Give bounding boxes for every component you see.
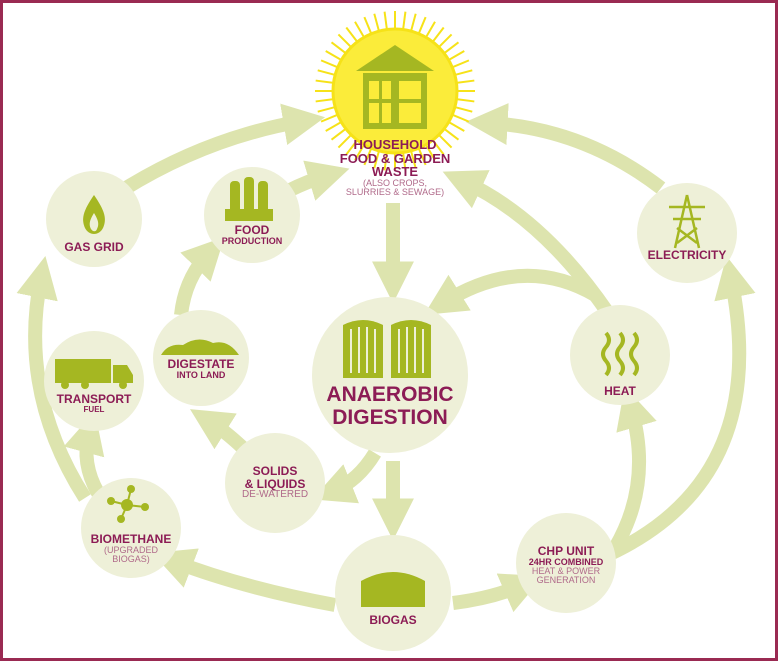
transport-title: TRANSPORT bbox=[56, 392, 132, 406]
gas-holder-icon bbox=[361, 572, 425, 607]
chp-sub-line-1: 24HR COMBINED bbox=[528, 556, 604, 567]
truck-icon bbox=[55, 359, 133, 389]
heat-waves-icon bbox=[601, 331, 639, 377]
household-title-line-3: WASTE bbox=[371, 164, 419, 180]
arrow-heat-to-digestion bbox=[424, 268, 599, 315]
solids-sub: DE-WATERED bbox=[241, 489, 309, 501]
soil-mound-icon bbox=[161, 339, 239, 355]
food-sub: PRODUCTION bbox=[221, 235, 283, 246]
digestate-title: DIGESTATE bbox=[167, 357, 235, 371]
pylon-icon bbox=[669, 194, 705, 249]
solids-title-line-1: SOLIDS bbox=[252, 464, 298, 478]
node-digestate bbox=[153, 310, 249, 406]
biomethane-label: BIOMETHANE (UPGRADED BIOGAS) bbox=[81, 533, 181, 564]
food-title: FOOD bbox=[234, 223, 270, 237]
biomethane-sub-line-2: BIOGAS) bbox=[112, 554, 150, 565]
household-sub-line-2: SLURRIES & SEWAGE) bbox=[345, 187, 445, 198]
solids-liquids-label: SOLIDS & LIQUIDS DE-WATERED bbox=[229, 465, 321, 501]
arrow-biomethane-to-transport bbox=[63, 411, 105, 497]
chp-sub-line-2: HEAT & POWER bbox=[531, 566, 601, 577]
molecule-icon bbox=[107, 485, 149, 523]
household-title-line-2: FOOD & GARDEN bbox=[339, 150, 451, 166]
wheat-icon bbox=[225, 177, 273, 221]
chp-title: CHP UNIT bbox=[537, 544, 595, 558]
digester-tanks-icon bbox=[343, 320, 431, 378]
household-title-line-1: HOUSEHOLD bbox=[353, 137, 437, 152]
chp-unit-label: CHP UNIT 24HR COMBINED HEAT & POWER GENE… bbox=[518, 545, 614, 586]
anaerobic-title-line-1: ANAEROBIC bbox=[326, 383, 454, 406]
electricity-label: ELECTRICITY bbox=[647, 248, 727, 262]
biomethane-title: BIOMETHANE bbox=[90, 532, 172, 546]
solids-title-line-2: & LIQUIDS bbox=[244, 476, 306, 491]
anaerobic-title-line-2: DIGESTION bbox=[332, 406, 448, 430]
node-electricity bbox=[637, 183, 737, 283]
node-anaerobic-digestion bbox=[312, 297, 468, 453]
household-label: HOUSEHOLD FOOD & GARDEN WASTE (ALSO CROP… bbox=[323, 138, 467, 198]
arrow-food-to-household bbox=[284, 160, 350, 201]
digestate-sub: INTO LAND bbox=[176, 369, 226, 380]
biomethane-sub-line-1: (UPGRADED bbox=[103, 544, 158, 555]
household-sub-line-1: (ALSO CROPS, bbox=[362, 177, 427, 188]
arrow-gasgrid-to-household bbox=[111, 103, 326, 201]
arrow-digestate-to-food bbox=[174, 236, 225, 316]
anaerobic-digestion-label: ANAEROBIC DIGESTION bbox=[303, 383, 477, 429]
node-biomethane bbox=[81, 478, 181, 578]
arrow-chp-to-electricity bbox=[598, 256, 756, 565]
transport-label: TRANSPORT FUEL bbox=[48, 393, 140, 414]
node-heat bbox=[570, 305, 670, 405]
chp-sub-line-3: GENERATION bbox=[536, 575, 596, 586]
house-icon bbox=[356, 45, 434, 129]
arrow-biogas-to-chp bbox=[452, 573, 544, 613]
node-solids-liquids bbox=[225, 433, 325, 533]
gas-grid-label: GAS GRID bbox=[64, 240, 124, 254]
arrow-digestion-to-solids bbox=[312, 449, 381, 504]
flame-icon bbox=[83, 195, 105, 234]
food-production-label: FOOD PRODUCTION bbox=[208, 224, 296, 246]
arrow-electricity-to-household bbox=[465, 103, 666, 194]
arrow-biomethane-to-gasgrid bbox=[16, 256, 91, 502]
heat-label: HEAT bbox=[604, 384, 636, 398]
digestate-label: DIGESTATE INTO LAND bbox=[155, 358, 247, 380]
arrow-biogas-to-biomethane bbox=[152, 548, 337, 612]
anaerobic-digestion-cycle-diagram bbox=[16, 11, 756, 651]
biogas-label: BIOGAS bbox=[369, 613, 417, 627]
node-chp-unit bbox=[516, 513, 616, 613]
arrow-chp-to-heat bbox=[608, 386, 657, 552]
arrow-solids-to-digestate bbox=[190, 409, 248, 454]
transport-sub: FUEL bbox=[83, 404, 105, 414]
